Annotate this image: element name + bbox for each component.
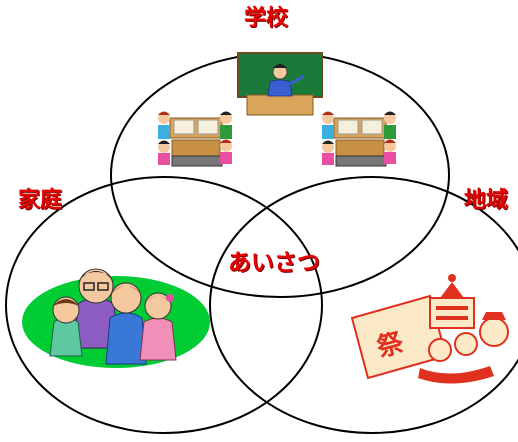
family-illustration bbox=[22, 268, 210, 368]
school-label: 学校 bbox=[244, 6, 289, 31]
community-circle bbox=[209, 176, 518, 434]
home-label: 家庭 bbox=[18, 188, 63, 213]
students-right-illustration bbox=[322, 111, 396, 167]
greeting-center-label: あいさつ bbox=[228, 250, 320, 276]
teacher-illustration bbox=[237, 52, 323, 116]
home-circle bbox=[5, 176, 323, 434]
festival-illustration: 祭 bbox=[350, 274, 509, 384]
students-left-illustration bbox=[158, 111, 232, 167]
community-label: 地域 bbox=[464, 188, 509, 213]
